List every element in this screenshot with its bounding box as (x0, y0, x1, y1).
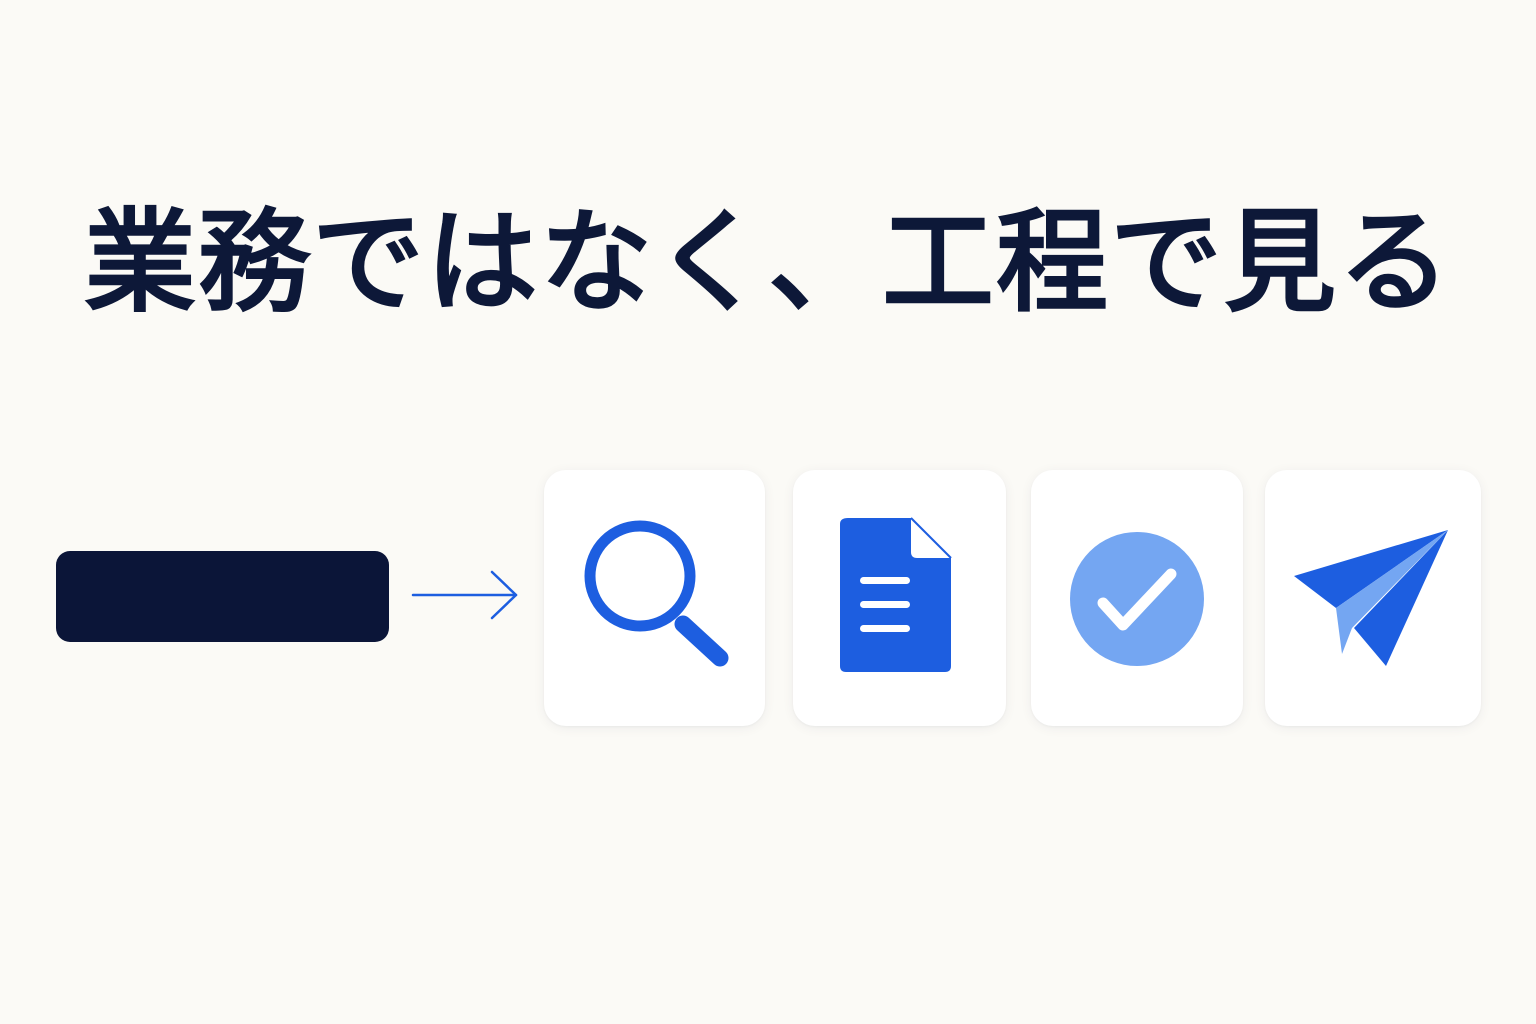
step-card-check (1031, 470, 1243, 726)
step-card-send (1265, 470, 1481, 726)
task-block (56, 551, 389, 642)
paper-plane-icon (1294, 530, 1448, 666)
step-card-search (544, 470, 765, 726)
headline: 業務ではなく、工程で見る (84, 198, 1452, 328)
check-circle-icon (1070, 532, 1204, 666)
arrow-right-icon (411, 570, 518, 620)
document-icon (840, 517, 952, 672)
search-icon (584, 520, 729, 667)
step-card-document (793, 470, 1006, 726)
